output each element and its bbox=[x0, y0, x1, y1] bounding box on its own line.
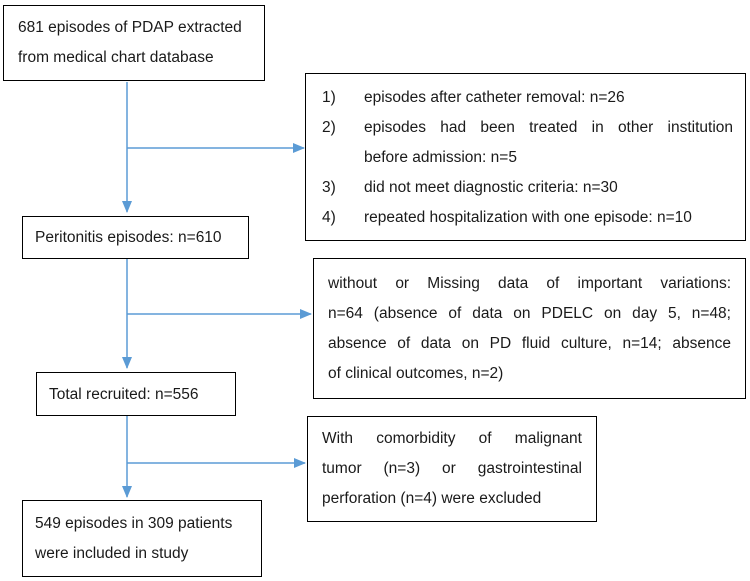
exclusion-list-1: 1) episodes after catheter removal: n=26… bbox=[322, 83, 733, 233]
exclusion-box-2: without or Missing data of important var… bbox=[313, 258, 746, 399]
peritonitis-episodes-box: Peritonitis episodes: n=610 bbox=[22, 216, 249, 259]
exclusion3-line-3: perforation (n=4) were excluded bbox=[322, 490, 542, 507]
exclusion-item-2: 2) episodes had been treated in other in… bbox=[322, 113, 733, 173]
total-recruited-box: Total recruited: n=556 bbox=[36, 372, 236, 416]
exclusion3-line-1: With comorbidity of malignant bbox=[322, 430, 582, 447]
exclusion-item-4: 4) repeated hospitalization with one epi… bbox=[322, 203, 733, 233]
exclusion-item-number: 1) bbox=[322, 89, 336, 106]
exclusion-item-number: 3) bbox=[322, 179, 336, 196]
included-line-1: 549 episodes in 309 patients bbox=[35, 515, 233, 532]
exclusion2-line-4: of clinical outcomes, n=2) bbox=[328, 365, 504, 382]
exclusion-item-number: 2) bbox=[322, 119, 336, 136]
exclusion-box-1: 1) episodes after catheter removal: n=26… bbox=[305, 73, 746, 241]
exclusion2-line-2: n=64 (absence of data on PDELC on day 5,… bbox=[328, 305, 731, 322]
included-study-box: 549 episodes in 309 patients were includ… bbox=[22, 500, 262, 577]
included-line-2: were included in study bbox=[35, 545, 189, 562]
exclusion-item-text: repeated hospitalization with one episod… bbox=[364, 209, 692, 226]
exclusion-box-3: With comorbidity of malignant tumor (n=3… bbox=[307, 416, 597, 522]
recruited-text: Total recruited: n=556 bbox=[49, 386, 199, 403]
exclusion-item-3: 3) did not meet diagnostic criteria: n=3… bbox=[322, 173, 733, 203]
exclusion2-line-1: without or Missing data of important var… bbox=[328, 275, 731, 292]
exclusion-item-1: 1) episodes after catheter removal: n=26 bbox=[322, 83, 733, 113]
extracted-episodes-box: 681 episodes of PDAP extracted from medi… bbox=[3, 5, 265, 81]
exclusion3-line-2: tumor (n=3) or gastrointestinal bbox=[322, 460, 582, 477]
exclusion2-line-3: absence of data on PD fluid culture, n=1… bbox=[328, 335, 731, 352]
exclusion-item-text: did not meet diagnostic criteria: n=30 bbox=[364, 179, 618, 196]
peritonitis-text: Peritonitis episodes: n=610 bbox=[35, 229, 222, 246]
extracted-line-1: 681 episodes of PDAP extracted bbox=[18, 19, 242, 36]
exclusion-item-number: 4) bbox=[322, 209, 336, 226]
exclusion-item-text-cont: before admission: n=5 bbox=[364, 149, 517, 166]
extracted-line-2: from medical chart database bbox=[18, 49, 214, 66]
exclusion-item-text: episodes after catheter removal: n=26 bbox=[364, 89, 625, 106]
exclusion-item-text: episodes had been treated in other insti… bbox=[364, 119, 733, 136]
